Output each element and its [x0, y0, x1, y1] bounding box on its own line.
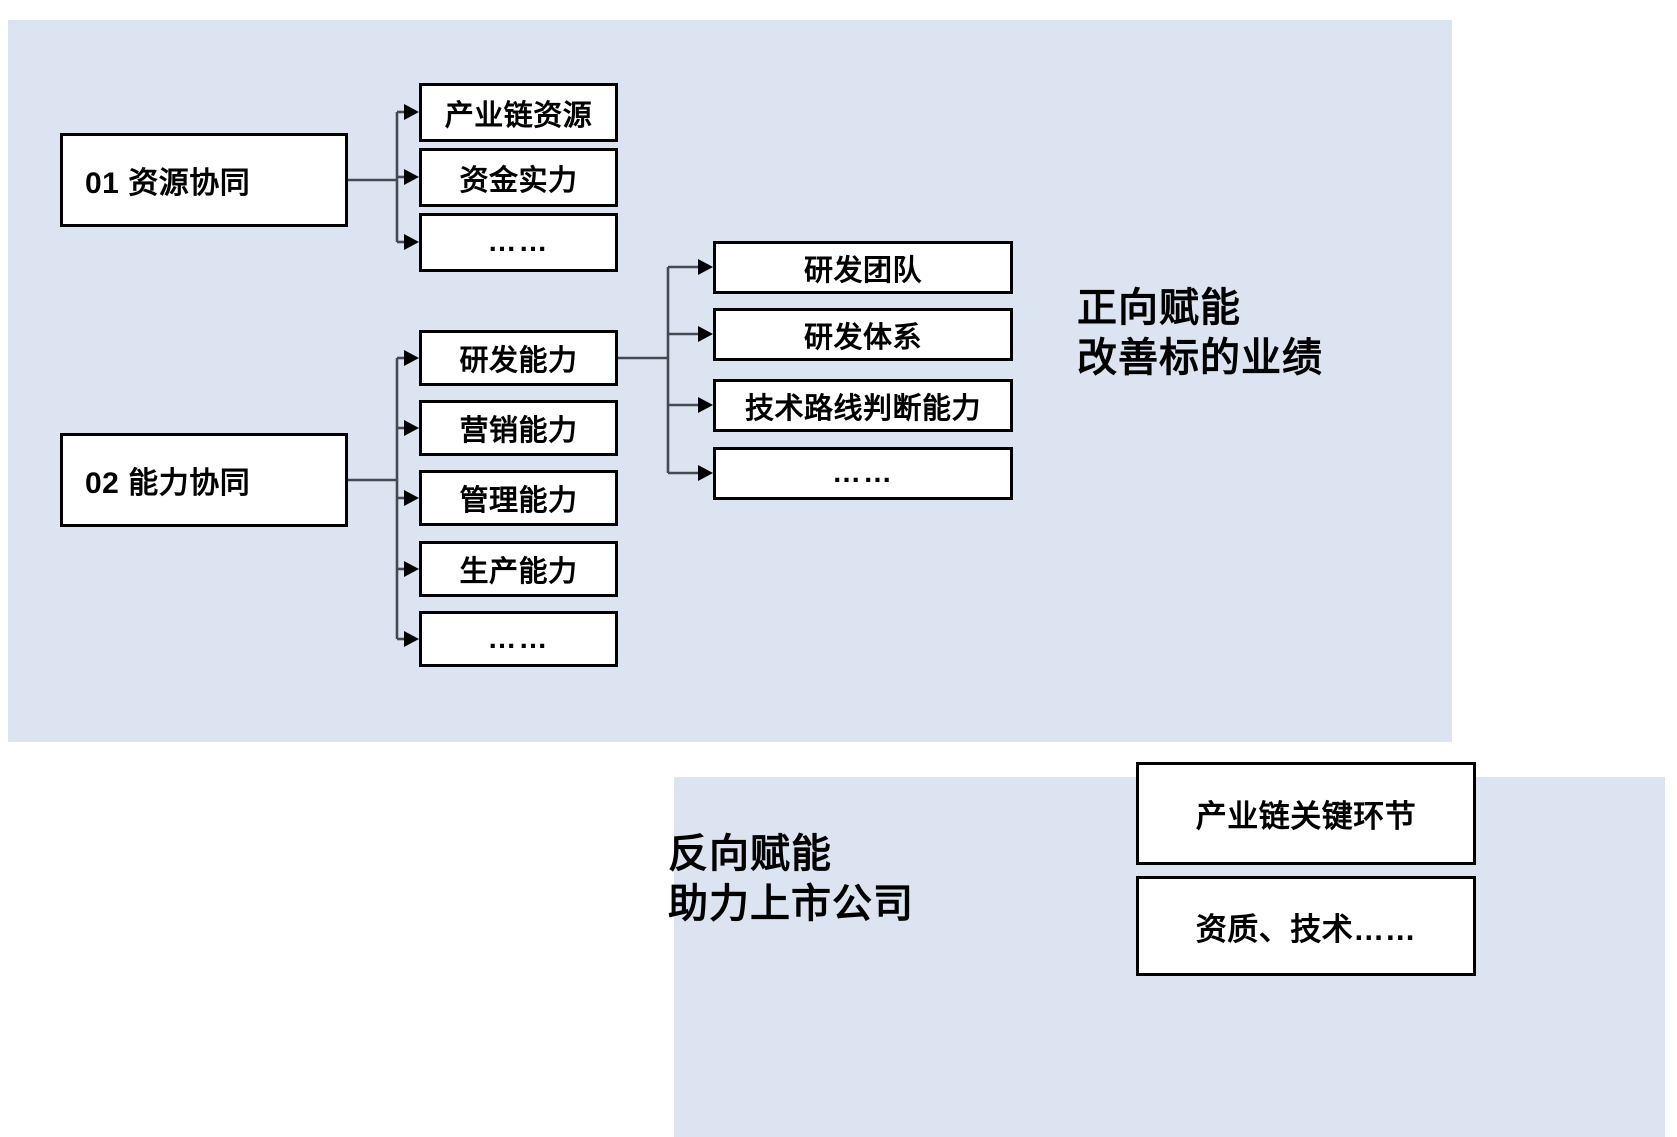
node-level2-management-capability[interactable]: 管理能力 [419, 470, 618, 526]
node-label: 产业链资源 [444, 99, 593, 132]
node-level2-capital-strength[interactable]: 资金实力 [419, 148, 618, 207]
node-level2-industry-chain-resource[interactable]: 产业链资源 [419, 83, 618, 142]
node-level1-resource-synergy[interactable]: 01 资源协同 [60, 133, 348, 227]
node-level3-tech-route-judgement[interactable]: 技术路线判断能力 [713, 379, 1013, 432]
node-label: 01 资源协同 [85, 167, 251, 200]
node-level3-rd-more[interactable]: …… [713, 447, 1013, 500]
node-industry-chain-key-link[interactable]: 产业链关键环节 [1136, 762, 1476, 865]
node-qualification-technology[interactable]: 资质、技术…… [1136, 876, 1476, 976]
node-level2-resource-more[interactable]: …… [419, 213, 618, 272]
node-label: 研发能力 [459, 345, 578, 377]
node-label: 产业链关键环节 [1195, 799, 1417, 834]
node-level2-rd-capability[interactable]: 研发能力 [419, 330, 618, 386]
node-label: 管理能力 [459, 485, 578, 517]
node-label: 资金实力 [459, 164, 578, 197]
node-label: 02 能力协同 [85, 467, 251, 500]
node-label: 资质、技术…… [1195, 911, 1417, 947]
node-label: …… [832, 457, 894, 489]
node-level2-marketing-capability[interactable]: 营销能力 [419, 400, 618, 456]
node-level3-rd-system[interactable]: 研发体系 [713, 308, 1013, 361]
node-level3-rd-team[interactable]: 研发团队 [713, 241, 1013, 294]
callout-reverse-empowerment: 反向赋能 助力上市公司 [668, 832, 914, 926]
node-label: …… [487, 622, 550, 655]
node-label: 技术路线判断能力 [744, 392, 981, 425]
callout-forward-empowerment: 正向赋能 改善标的业绩 [1077, 286, 1323, 380]
node-label: …… [487, 226, 550, 258]
node-level1-capability-synergy[interactable]: 02 能力协同 [60, 433, 348, 527]
node-level2-capability-more[interactable]: …… [419, 611, 618, 667]
node-label: 生产能力 [459, 556, 578, 588]
node-level2-production-capability[interactable]: 生产能力 [419, 541, 618, 597]
node-label: 营销能力 [459, 415, 578, 447]
node-label: 研发体系 [803, 321, 922, 354]
node-label: 研发团队 [803, 254, 922, 287]
